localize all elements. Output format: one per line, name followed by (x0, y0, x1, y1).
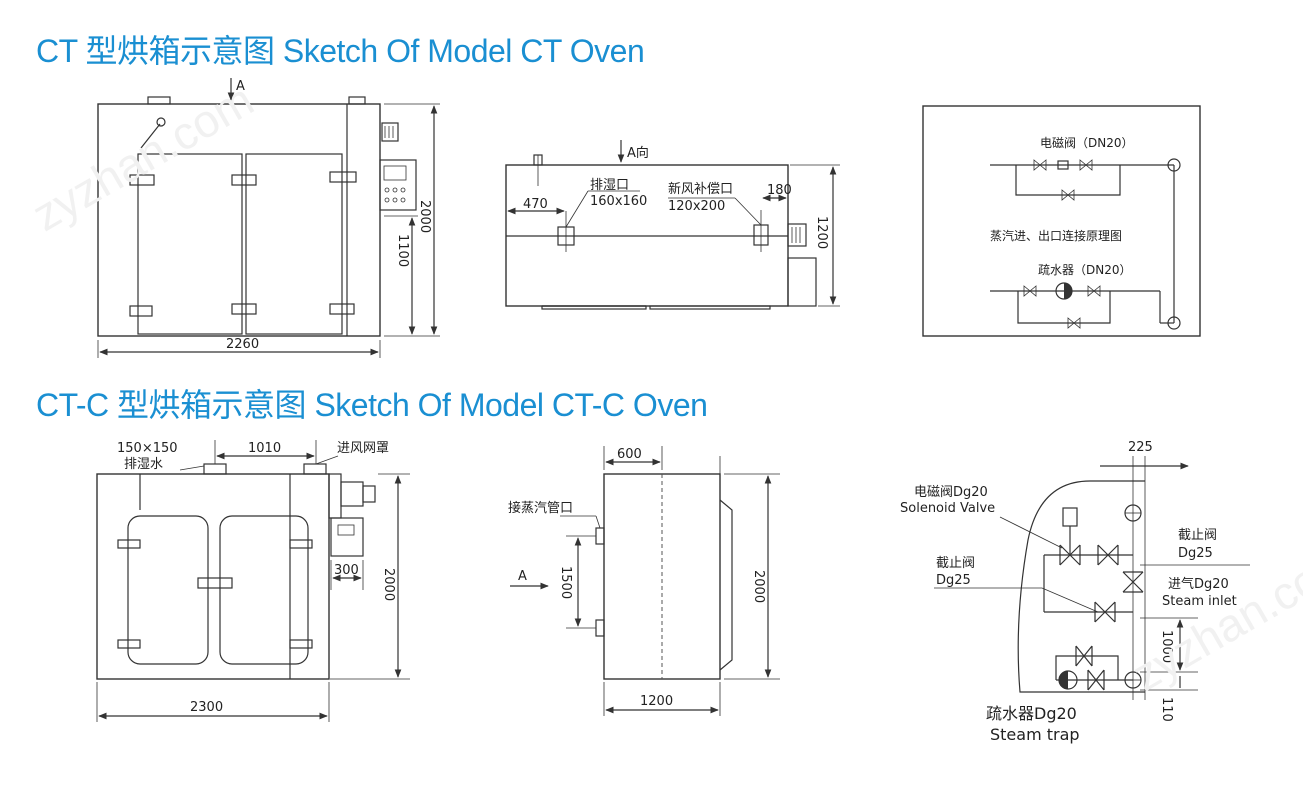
ctc-steam-label: 接蒸汽管口 (508, 500, 573, 516)
ctc-inlet-cn: 进气Dg20 (1168, 576, 1229, 592)
ctc-intake-label: 进风网罩 (337, 441, 389, 456)
ct-front-view-label: A (236, 79, 245, 94)
ct-fresh-size: 120x200 (668, 199, 725, 214)
ctc-pipe-top-dim: 225 (1128, 440, 1153, 455)
ctc-stop-dg-right: Dg25 (1178, 546, 1213, 561)
ct-depth-dim: 1200 (814, 216, 829, 249)
ctc-inlet-en: Steam inlet (1162, 594, 1237, 609)
ctc-pipe-spacing-dim: 1500 (558, 566, 573, 599)
ctc-panel-dim: 300 (334, 563, 359, 578)
ct-pipe-caption: 蒸汽进、出口连接原理图 (990, 228, 1122, 243)
ct-mid-dim: 1100 (395, 234, 410, 267)
ctc-side-height-dim: 2000 (751, 570, 766, 603)
ctc-side-view: 600 2000 接蒸汽管口 1500 A 1200 (508, 446, 780, 716)
ctc-side-view-label: A (518, 569, 527, 584)
ct-height-dim: 2000 (417, 200, 432, 233)
ctc-dim-1000: 1000 (1159, 630, 1174, 663)
ct-right-dim: 180 (767, 183, 792, 198)
ctc-spacing-dim: 1010 (248, 441, 281, 456)
ctc-side-top-dim: 600 (617, 447, 642, 462)
ctc-width-dim: 2300 (190, 700, 223, 715)
ctc-trap-en: Steam trap (990, 725, 1080, 744)
ct-trap-label: 疏水器（DN20） (1038, 262, 1132, 277)
title-ct-oven: CT 型烘箱示意图 Sketch Of Model CT Oven (36, 33, 645, 69)
ct-solenoid-label: 电磁阀（DN20） (1040, 135, 1134, 150)
ct-pipe-diagram: 电磁阀（DN20） 蒸汽进、出口连接原理图 疏水器（DN20） (922, 105, 1201, 337)
ctc-exhaust-size: 150×150 (117, 441, 178, 456)
ctc-stop-cn-left: 截止阀 (936, 556, 975, 571)
ctc-exhaust-label: 排湿水 (124, 457, 163, 472)
ctc-height-dim: 2000 (381, 568, 396, 601)
ct-fresh-label: 新风补偿口 (668, 181, 733, 197)
ct-top-view-label: A向 (627, 145, 649, 161)
ctc-trap-cn: 疏水器Dg20 (986, 704, 1077, 723)
title-ctc-oven: CT-C 型烘箱示意图 Sketch Of Model CT-C Oven (36, 387, 708, 423)
ctc-solenoid-en: Solenoid Valve (900, 501, 995, 516)
ct-left-dim: 470 (523, 197, 548, 212)
ctc-dim-110: 110 (1159, 697, 1174, 722)
ctc-stop-cn-right: 截止阀 (1178, 528, 1217, 543)
ct-width-dim: 2260 (226, 337, 259, 352)
ct-top-view: 排湿口 160x160 新风补偿口 120x200 A向 470 180 120… (505, 140, 840, 310)
ct-exhaust-label: 排湿口 (590, 178, 629, 193)
ctc-pipe-diagram: 225 电磁阀Dg20 Solenoid Valve 截止阀 Dg25 截止阀 … (900, 440, 1250, 744)
ct-exhaust-size: 160x160 (590, 194, 647, 209)
ctc-side-width-dim: 1200 (640, 694, 673, 709)
ctc-front-view: 300 150×150 排湿水 1010 进风网罩 2000 2300 (96, 440, 410, 722)
ctc-solenoid-cn: 电磁阀Dg20 (914, 485, 988, 500)
ct-front-view: A 2260 2000 1100 (97, 78, 440, 358)
ctc-stop-dg-left: Dg25 (936, 573, 971, 588)
